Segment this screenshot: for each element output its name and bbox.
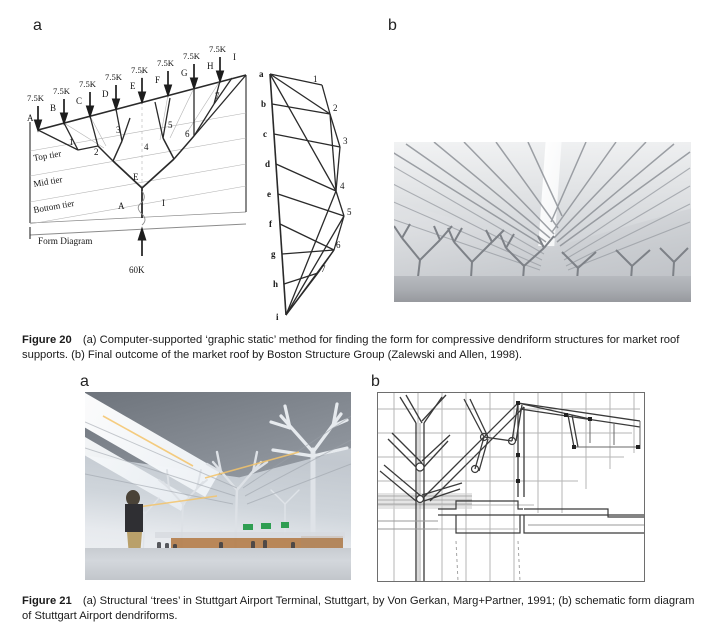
force-ray-labels: 1 2 3 4 5 6 7 [313, 74, 352, 274]
svg-text:Mid tier: Mid tier [33, 174, 64, 189]
svg-text:Top tier: Top tier [33, 148, 62, 163]
figure-21-panel-a-letter: a [80, 373, 89, 390]
force-diagram-group: a b c d e f g h i 1 2 3 4 5 6 [259, 69, 352, 322]
reaction-label: 60K [129, 265, 145, 275]
form-interior-labels: E A I [118, 172, 165, 211]
svg-text:c: c [263, 129, 267, 139]
svg-text:e: e [267, 189, 271, 199]
load-value-labels: 7.5K 7.5K 7.5K 7.5K 7.5K 7.5K 7.5K 7.5K [27, 44, 227, 103]
svg-text:E: E [133, 172, 139, 182]
svg-text:B: B [50, 103, 56, 113]
force-load-line-labels: a b c d e f g h i [259, 69, 279, 322]
stuttgart-dendriform-schematic [378, 393, 644, 581]
svg-text:G: G [181, 68, 188, 78]
load-arrows [33, 57, 225, 133]
reaction-arrow [137, 226, 147, 256]
svg-text:7.5K: 7.5K [27, 93, 45, 103]
svg-text:4: 4 [340, 181, 345, 191]
svg-text:6: 6 [185, 129, 190, 139]
form-interval-letters: A B C D E F G H I [27, 52, 236, 123]
svg-text:6: 6 [336, 240, 341, 250]
svg-text:a: a [259, 69, 264, 79]
form-node-numbers: 1 2 3 4 5 6 7 [69, 91, 220, 157]
schematic-grid [378, 393, 640, 581]
schematic-roof-edge [574, 419, 641, 449]
svg-text:F: F [155, 75, 160, 85]
photo-floor [394, 276, 691, 302]
svg-text:D: D [102, 89, 109, 99]
schematic-slab [438, 500, 644, 534]
tier-labels: Top tier Mid tier Bottom tier [33, 148, 75, 215]
svg-text:A: A [118, 201, 125, 211]
svg-text:2: 2 [94, 147, 99, 157]
svg-text:2: 2 [333, 103, 338, 113]
figure-21-caption: Figure 21 (a) Structural ‘trees’ in Stut… [22, 594, 706, 623]
svg-text:7.5K: 7.5K [157, 58, 175, 68]
svg-text:7.5K: 7.5K [79, 79, 97, 89]
figure-21-caption-text: (a) Structural ‘trees’ in Stuttgart Airp… [22, 595, 695, 622]
svg-text:4: 4 [144, 142, 149, 152]
svg-text:7.5K: 7.5K [183, 51, 201, 61]
svg-text:H: H [207, 61, 214, 71]
photo-roof-structure [394, 142, 691, 295]
photo-terminal-floor [85, 548, 351, 580]
form-diagram-group: 7.5K 7.5K 7.5K 7.5K 7.5K 7.5K 7.5K 7.5K … [27, 44, 247, 275]
svg-text:C: C [76, 96, 82, 106]
svg-text:1: 1 [69, 137, 74, 147]
svg-text:3: 3 [116, 125, 121, 135]
figure-21: a b [0, 372, 728, 643]
figure-20-panel-a-letter: a [33, 17, 42, 34]
schematic-upper-fork [387, 394, 451, 468]
svg-text:E: E [130, 81, 136, 91]
svg-text:g: g [271, 249, 276, 259]
schematic-slab-thin [378, 520, 644, 581]
form-diagram-title: Form Diagram [38, 236, 92, 246]
svg-text:7.5K: 7.5K [105, 72, 123, 82]
figure-21-panel-b-letter: b [371, 373, 380, 390]
photo-signage [243, 522, 289, 530]
svg-text:f: f [269, 219, 273, 229]
svg-text:h: h [273, 279, 278, 289]
svg-text:I: I [233, 52, 236, 62]
svg-text:5: 5 [168, 120, 173, 130]
figure-20-caption: Figure 20 (a) Computer-supported ‘graphi… [22, 333, 706, 362]
svg-text:7: 7 [321, 264, 326, 274]
figure-20: a b [0, 0, 728, 361]
figure-20-caption-text: (a) Computer-supported ‘graphic static’ … [22, 334, 680, 361]
svg-text:I: I [162, 198, 165, 208]
schematic-connection-markers [516, 401, 640, 483]
graphic-statics-svg: 7.5K 7.5K 7.5K 7.5K 7.5K 7.5K 7.5K 7.5K … [27, 44, 352, 322]
svg-text:b: b [261, 99, 266, 109]
figure-20-panel-b-photo [394, 142, 691, 302]
svg-text:1: 1 [313, 74, 318, 84]
figure-21-panel-b-schematic [377, 392, 645, 582]
figure-21-caption-label: Figure 21 [22, 595, 72, 607]
svg-text:A: A [27, 113, 34, 123]
svg-text:7.5K: 7.5K [131, 65, 149, 75]
svg-text:3: 3 [343, 136, 348, 146]
figure-20-panel-a-diagram: 7.5K 7.5K 7.5K 7.5K 7.5K 7.5K 7.5K 7.5K … [18, 28, 352, 322]
schematic-roof-struts [423, 398, 641, 502]
svg-text:5: 5 [347, 207, 352, 217]
svg-text:i: i [276, 312, 279, 322]
figure-20-panel-b-letter: b [388, 17, 397, 34]
figure-20-caption-label: Figure 20 [22, 334, 72, 346]
svg-text:7.5K: 7.5K [53, 86, 71, 96]
figure-21-panel-a-photo [85, 392, 351, 580]
svg-text:7.5K: 7.5K [209, 44, 227, 54]
svg-text:7: 7 [215, 91, 220, 101]
svg-text:d: d [265, 159, 270, 169]
